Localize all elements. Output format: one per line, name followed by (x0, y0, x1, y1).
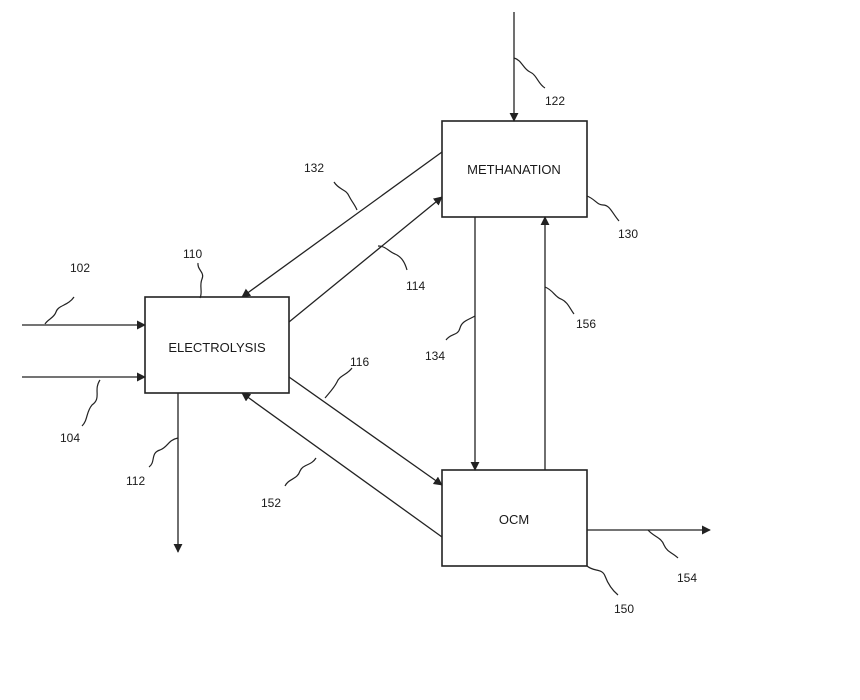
leader-150 (587, 566, 618, 595)
ref-104: 104 (60, 431, 80, 445)
methanation-block: METHANATION (442, 121, 587, 217)
leader-134 (446, 316, 475, 340)
leader-132 (334, 182, 357, 210)
ocm-label: OCM (499, 512, 529, 527)
ref-130: 130 (618, 227, 638, 241)
leader-112 (149, 438, 178, 467)
ref-110: 110 (183, 247, 202, 261)
leader-130 (587, 196, 619, 221)
stream-114-arrow (289, 197, 442, 322)
ref-152: 152 (261, 496, 281, 510)
leader-156 (545, 287, 574, 314)
ocm-block: OCM (442, 470, 587, 566)
stream-116-arrow (289, 377, 442, 485)
leader-110 (198, 263, 203, 298)
ref-150: 150 (614, 602, 634, 616)
ref-132: 132 (304, 161, 324, 175)
ref-122: 122 (545, 94, 565, 108)
electrolysis-block: ELECTROLYSIS (145, 297, 289, 393)
leader-152 (285, 458, 316, 486)
ref-116: 116 (350, 355, 369, 369)
ref-102: 102 (70, 261, 90, 275)
stream-132-arrow (242, 152, 442, 297)
leader-116 (325, 368, 352, 398)
ref-112: 112 (126, 474, 145, 488)
ref-134: 134 (425, 349, 445, 363)
ref-154: 154 (677, 571, 697, 585)
electrolysis-label: ELECTROLYSIS (168, 340, 266, 355)
methanation-label: METHANATION (467, 162, 561, 177)
ref-114: 114 (406, 279, 425, 293)
leader-102 (45, 297, 74, 324)
leader-154 (648, 530, 678, 558)
leader-122 (514, 58, 545, 88)
leader-114 (378, 246, 407, 270)
ref-156: 156 (576, 317, 596, 331)
leader-104 (82, 380, 100, 426)
